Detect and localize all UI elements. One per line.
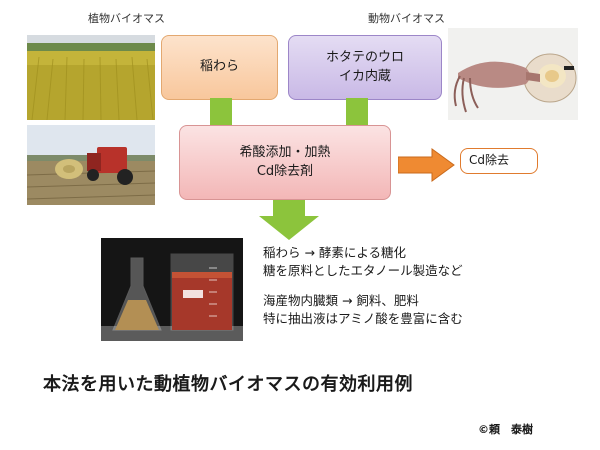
- orange-arrow-icon: [398, 148, 455, 182]
- headline: 本法を用いた動植物バイオマスの有効利用例: [43, 374, 413, 395]
- cd-removal-label: Cd除去: [469, 153, 509, 168]
- acid-heat-process-box: 希酸添加・加熱 Cd除去剤: [179, 125, 391, 200]
- down-arrow-icon: [259, 200, 319, 240]
- plant-biomass-caption: 植物バイオマス: [88, 12, 165, 25]
- rice-straw-box: 稲わら: [161, 35, 278, 100]
- author-credit: ©頼 泰樹: [478, 423, 533, 436]
- cd-removal-box: Cd除去: [460, 148, 538, 174]
- scallop-to-center-arrow: [346, 98, 368, 125]
- animal-biomass-caption: 動物バイオマス: [368, 12, 445, 25]
- note-amino-acids: 特に抽出液はアミノ酸を豊富に含む: [263, 311, 463, 326]
- baler-photo: [27, 125, 155, 205]
- scallop-squid-box: ホタテのウロ イカ内蔵: [288, 35, 442, 100]
- cd-remover-label: Cd除去剤: [256, 163, 314, 179]
- flask-beaker-photo: [101, 238, 243, 341]
- note-marine-viscera: 海産物内臓類 → 飼料、肥料: [263, 293, 419, 308]
- scallop-label: ホタテのウロ: [325, 49, 404, 65]
- note-ethanol: 糖を原料としたエタノール製造など: [263, 263, 463, 278]
- rice-straw-label: 稲わら: [199, 59, 239, 75]
- rice-to-center-arrow: [210, 98, 232, 125]
- note-saccharification: 稲わら → 酵素による糖化: [263, 245, 407, 260]
- squid-scallop-photo: [448, 28, 578, 120]
- squid-label: イカ内蔵: [338, 68, 391, 84]
- rice-field-photo: [27, 35, 155, 120]
- acid-heat-label: 希酸添加・加熱: [239, 144, 331, 160]
